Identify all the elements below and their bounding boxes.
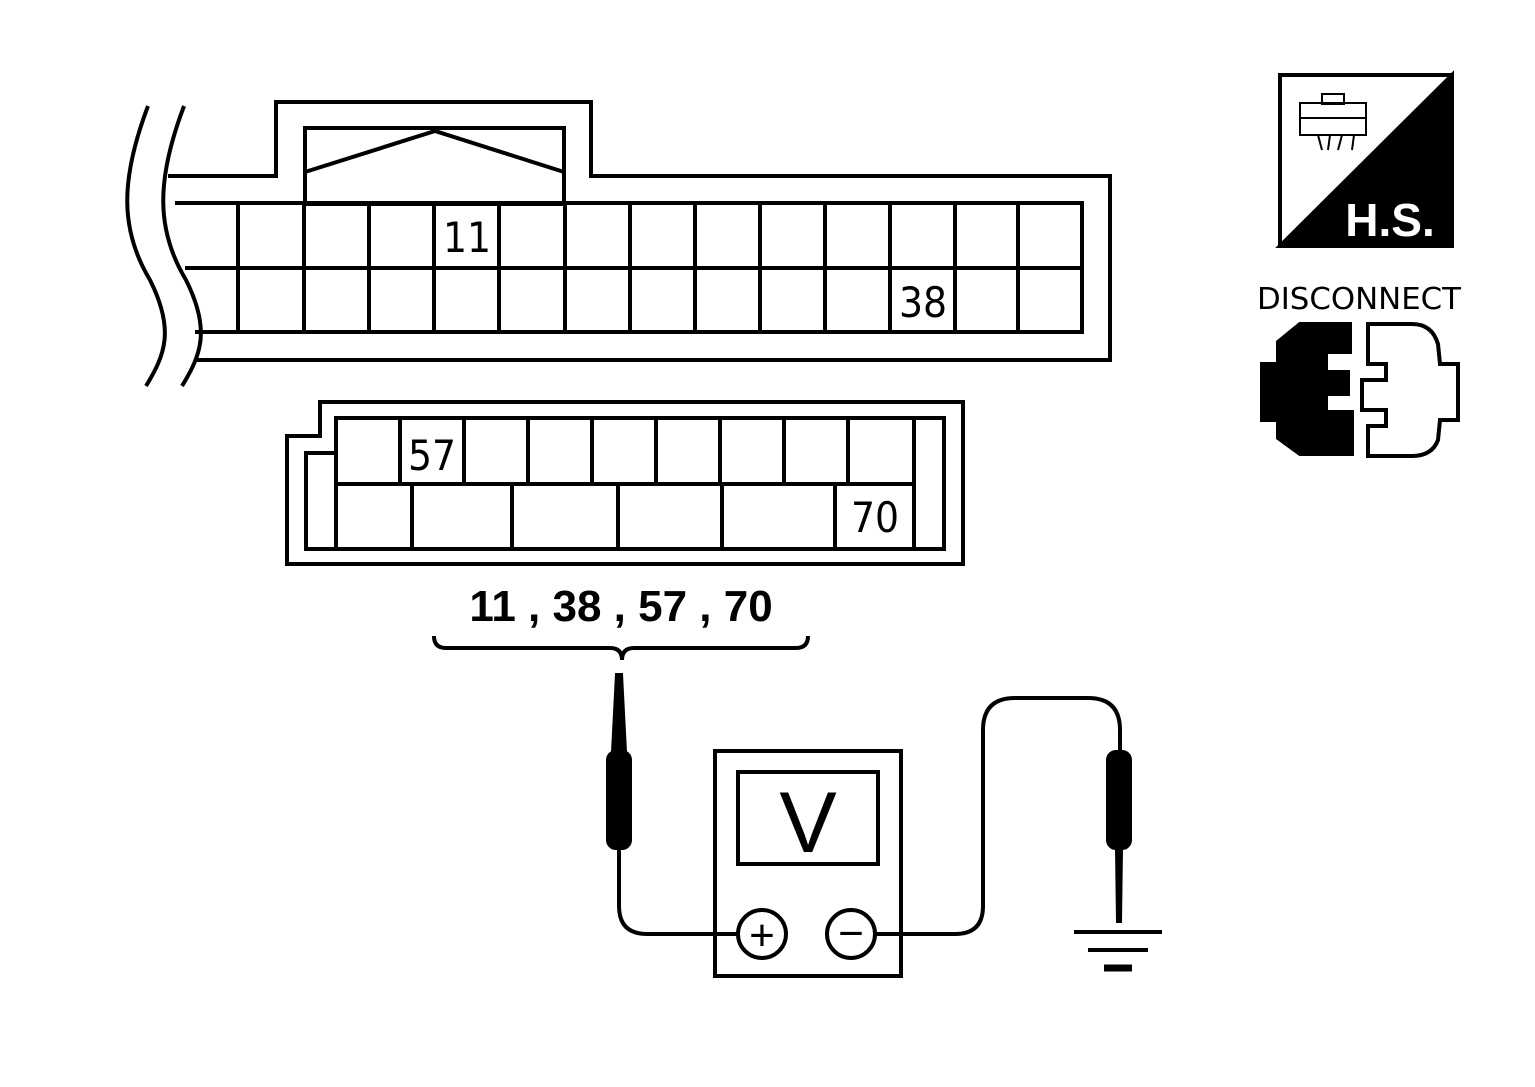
voltmeter bbox=[713, 749, 903, 978]
break-mark-inner bbox=[161, 105, 203, 388]
pin-label-11: 11 bbox=[443, 213, 491, 262]
minus-terminal-label: − bbox=[838, 909, 864, 958]
upper-connector bbox=[125, 100, 1112, 388]
disconnect-plug-outline bbox=[1360, 322, 1460, 458]
minus-terminal-icon bbox=[825, 908, 877, 960]
pin-label-38: 38 bbox=[899, 278, 947, 327]
harness-side-badge bbox=[1275, 70, 1454, 248]
disconnect-plug-solid bbox=[1260, 322, 1354, 456]
positive-probe bbox=[606, 673, 739, 936]
upper-connector-lock bbox=[303, 126, 566, 206]
harness-side-label: H.S. bbox=[1345, 194, 1434, 246]
lower-connector-right-latch bbox=[912, 416, 946, 551]
plus-terminal-label: + bbox=[749, 911, 775, 960]
break-mark-outer bbox=[125, 105, 167, 388]
pin-label-70: 70 bbox=[851, 493, 899, 542]
connector-icon bbox=[1299, 93, 1367, 151]
disconnect-label: DISCONNECT bbox=[1257, 282, 1462, 317]
negative-lead-wire bbox=[874, 696, 1122, 936]
negative-probe bbox=[874, 696, 1132, 936]
upper-connector-lock-chevron bbox=[304, 128, 565, 174]
voltmeter-body bbox=[713, 749, 903, 978]
upper-pin-grid bbox=[175, 201, 1084, 334]
voltmeter-display-text: V bbox=[779, 775, 836, 871]
lower-connector-left-latch bbox=[304, 451, 338, 551]
terminal-list-label: 11 , 38 , 57 , 70 bbox=[469, 582, 772, 631]
lower-connector-housing bbox=[285, 400, 965, 566]
upper-connector-housing bbox=[168, 100, 1112, 362]
ground-icon bbox=[1074, 930, 1162, 972]
terminal-bracket bbox=[432, 635, 810, 661]
voltmeter-display bbox=[736, 770, 880, 866]
lower-pin-grid bbox=[334, 416, 916, 551]
pin-label-57: 57 bbox=[408, 431, 456, 480]
disconnect-icon bbox=[1260, 322, 1460, 458]
positive-lead-wire bbox=[617, 848, 739, 936]
plus-terminal-icon bbox=[736, 908, 788, 960]
lower-connector bbox=[285, 400, 965, 566]
